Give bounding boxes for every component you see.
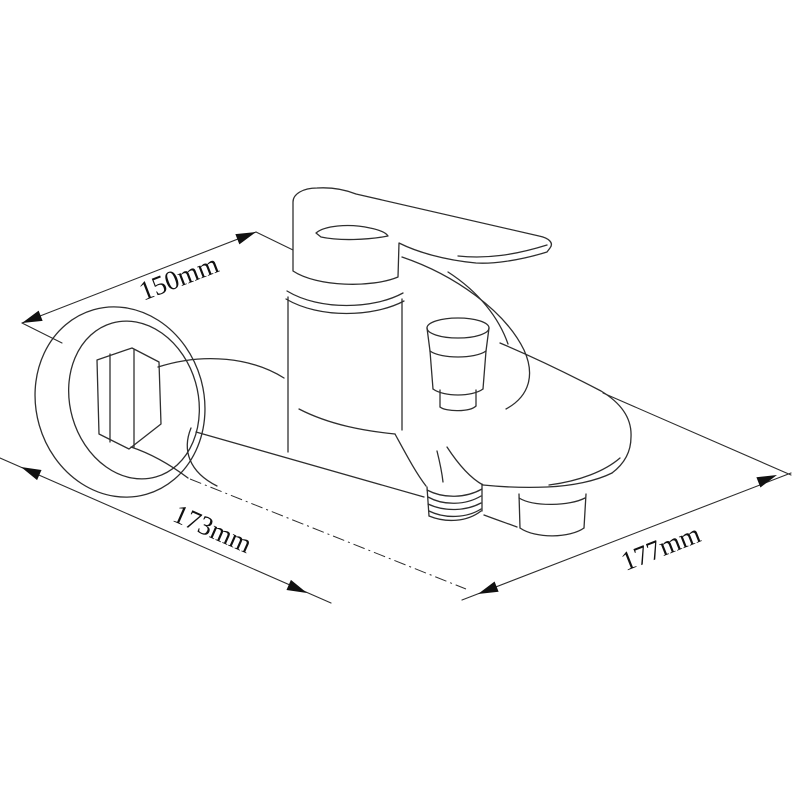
union-cover-inner-arc — [447, 271, 509, 345]
arrowhead — [286, 579, 307, 593]
supply-arm-end-curve — [186, 427, 218, 487]
body-base-fillet — [298, 408, 396, 435]
dimension-150-line — [21, 231, 257, 324]
spout-back-top-edge — [499, 342, 632, 474]
spout-tip-inner-edge — [548, 457, 621, 486]
aerator-left-edge — [518, 493, 521, 529]
supply-arm-top-edge — [157, 358, 285, 379]
arrowhead — [235, 232, 256, 245]
mounting-nut — [96, 347, 162, 450]
arrowhead — [756, 475, 777, 488]
cartridge-collar-lower-ring — [285, 298, 405, 315]
diverter-neck-bottom — [439, 405, 477, 412]
diverter-knob-top — [426, 317, 490, 339]
spout-beak-inner-line — [436, 450, 444, 483]
spout-front-edge — [195, 431, 425, 498]
dimension-150-witness-right — [255, 231, 294, 251]
spout-underside-edge — [483, 514, 518, 528]
lever-handle-notch — [315, 224, 389, 241]
shower-hose-connector — [426, 483, 483, 522]
lever-handle-tip-bevel — [457, 244, 548, 258]
dimension-173-label: 173mm — [169, 498, 257, 559]
dimension-150: 150mm — [21, 231, 294, 344]
wall-escutcheon-outer-ring — [34, 306, 206, 498]
spout-aerator — [518, 493, 587, 537]
arrowhead — [478, 581, 499, 594]
aerator-right-edge — [583, 493, 587, 529]
dimension-177-label: 177mm — [617, 518, 705, 576]
mounting-nut-facets — [109, 349, 135, 448]
dimension-177-line — [461, 472, 792, 601]
dimension-177-witness — [602, 392, 792, 476]
dimension-150-label: 150mm — [135, 249, 223, 307]
aerator-top-arc — [518, 497, 586, 505]
centerline — [189, 478, 467, 590]
diverter-knob-cap-sides — [426, 327, 490, 352]
aerator-bottom-arc — [519, 527, 585, 537]
arrowhead — [21, 467, 42, 481]
faucet-drawing — [34, 187, 632, 590]
connector-thread-1 — [426, 488, 483, 497]
union-cover-outer-arc — [401, 256, 531, 410]
dimension-173: 173mm — [0, 457, 332, 604]
supply-arm-bottom-edge — [130, 446, 189, 479]
connector-thread-2 — [427, 495, 482, 504]
connector-bottom-rim — [428, 510, 482, 522]
dimension-173-line — [0, 457, 332, 604]
connector-thread-4 — [428, 508, 482, 518]
wall-escutcheon-inner-ring — [67, 320, 201, 480]
diverter-knob-body-sides — [429, 350, 487, 390]
arrowhead — [22, 310, 43, 323]
diverter-knob-ring — [429, 350, 487, 358]
spout-beak-left-edge — [394, 433, 427, 487]
dimension-177: 177mm — [461, 392, 792, 601]
dimension-150-witness-left — [21, 322, 63, 344]
diverter-neck-sides — [439, 389, 477, 408]
connector-thread-3 — [427, 502, 482, 511]
cartridge-collar-upper-ring — [286, 290, 404, 307]
spout-tip-front-edge — [482, 472, 613, 489]
lever-handle — [292, 187, 553, 285]
spout-beak-right-edge — [446, 446, 484, 486]
diverter-knob-body-bottom — [432, 388, 484, 396]
